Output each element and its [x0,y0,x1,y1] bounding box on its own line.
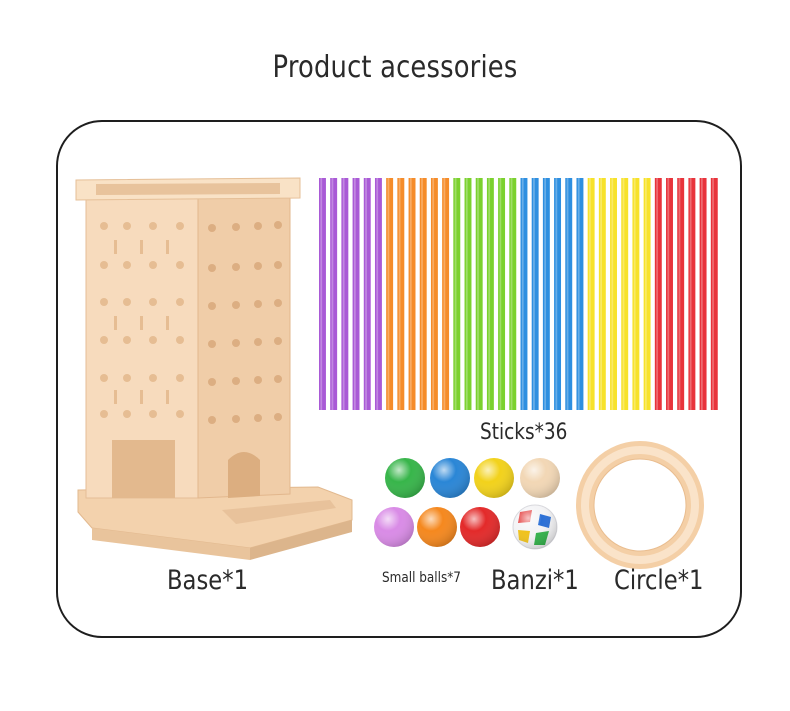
stick-highlight [533,178,535,410]
stick [374,178,382,410]
stick [397,178,405,410]
small-ball-shading [520,458,560,498]
stick-highlight [409,178,412,410]
small-ball-shading [417,507,457,547]
stick [621,178,629,410]
stick [464,178,472,410]
stick [442,178,450,410]
stick [654,178,662,410]
stick [576,178,584,410]
stick-highlight [510,178,513,410]
stick-highlight [365,178,367,410]
stick [710,178,718,410]
stick [632,178,640,410]
stick [419,178,427,410]
small-ball-shading [474,458,514,498]
stick-highlight [712,178,714,410]
small-ball-shading [430,458,470,498]
small-balls-image [374,458,560,547]
stick [509,178,517,410]
sticks-image [319,178,718,410]
stick-highlight [566,178,569,410]
stick [498,178,506,410]
stick [352,178,360,410]
stick [587,178,595,410]
stick-highlight [656,178,658,410]
stick-highlight [555,178,558,410]
stick-highlight [432,178,435,410]
stick-highlight [645,178,647,410]
stick [475,178,483,410]
stick [319,178,326,410]
stick-highlight [477,178,479,410]
stick [330,178,338,410]
stick [341,178,349,410]
stick-highlight [454,178,457,410]
stick [643,178,651,410]
small-balls-label: Small balls*7 [382,570,461,586]
stick-highlight [320,178,323,410]
stick [386,178,394,410]
stick [610,178,617,410]
stick [598,178,606,410]
stick [531,178,539,410]
stick-highlight [589,178,591,410]
stick [699,178,707,410]
stick-highlight [387,178,390,410]
banzi-label: Banzi*1 [491,565,579,596]
circle-label: Circle*1 [614,565,704,596]
stick-highlight [499,178,502,410]
small-ball-shading [385,458,425,498]
circle-ring-image [576,441,704,569]
stick-highlight [622,178,625,410]
stick-highlight [689,178,692,410]
stick [565,178,573,410]
stick-highlight [465,178,468,410]
stick-highlight [633,178,636,410]
stick-highlight [443,178,446,410]
stick [520,178,528,410]
stick-highlight [521,178,524,410]
base-label: Base*1 [167,565,249,596]
banzi-dice-image [512,504,558,550]
base-tower-image [75,177,353,560]
small-ball-shading [460,507,500,547]
sticks-label: Sticks*36 [480,420,568,445]
stick [666,178,673,410]
stick [554,178,562,410]
stick-highlight [421,178,423,410]
stick [677,178,685,410]
stick-highlight [544,178,547,410]
stick-highlight [667,178,670,410]
stick-highlight [577,178,580,410]
stick-highlight [678,178,681,410]
stick [486,178,494,410]
stick [453,178,461,410]
stick-highlight [376,178,379,410]
stick-highlight [488,178,491,410]
stick-highlight [398,178,401,410]
stick-highlight [611,178,614,410]
stick-highlight [342,178,345,410]
stick [542,178,550,410]
page-title: Product acessories [272,50,518,85]
stick-highlight [600,178,602,410]
stick-highlight [353,178,356,410]
stick [408,178,416,410]
stick [430,178,438,410]
stick [688,178,696,410]
stick-highlight [331,178,334,410]
stick-highlight [701,178,703,410]
small-ball-shading [374,507,414,547]
stick [363,178,371,410]
